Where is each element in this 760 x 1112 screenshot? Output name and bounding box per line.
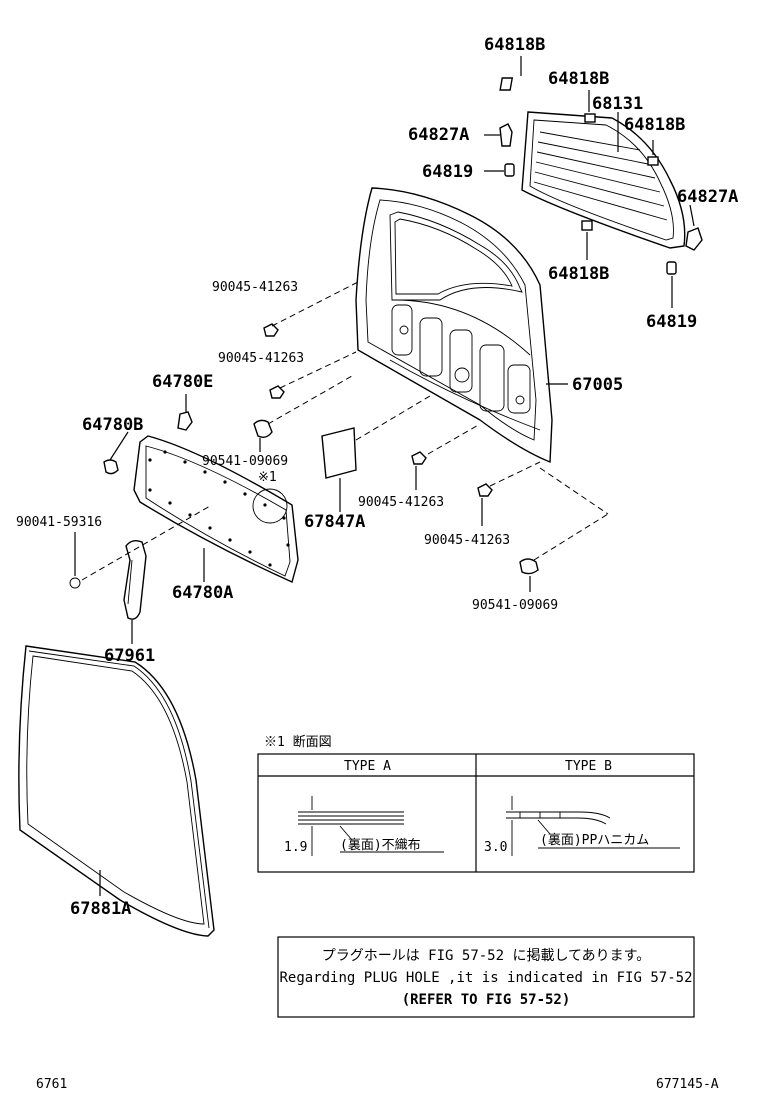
- dimension-a: 1.9: [284, 840, 307, 855]
- notice-line-2: Regarding PLUG HOLE ,it is indicated in …: [279, 970, 692, 986]
- label-64780E: 64780E: [152, 372, 213, 392]
- label-64780A: 64780A: [172, 583, 233, 603]
- label-67961: 67961: [104, 646, 155, 666]
- label-64818B-top: 64818B: [484, 35, 545, 55]
- label-68131: 68131: [592, 94, 643, 114]
- section-label-a: (裏面)不織布: [340, 838, 421, 853]
- trim-board: [133, 435, 299, 583]
- label-mark-1: ※1: [258, 470, 277, 485]
- label-64818B-low: 64818B: [548, 264, 609, 284]
- weatherstrip: [18, 645, 215, 937]
- section-table: ※1 断面図 TYPE A TYPE B 1.9 (裏面)不織布: [257, 735, 695, 873]
- label-67847A: 67847A: [304, 512, 365, 532]
- type-a-profile: [298, 796, 444, 856]
- section-type-a: TYPE A: [344, 759, 391, 774]
- dimension-b: 3.0: [484, 840, 507, 855]
- footer-left-code: 6761: [36, 1077, 67, 1092]
- section-label-b: (裏面)PPハニカム: [540, 833, 649, 848]
- label-90045-41263-1: 90045-41263: [212, 280, 298, 295]
- label-90541-09069-1: 90541-09069: [202, 454, 288, 469]
- leader-lines: [74, 56, 695, 896]
- label-90045-41263-3: 90045-41263: [358, 495, 444, 510]
- part-labels: 64818B 64818B 68131 64818B 64827A 64819 …: [16, 35, 738, 919]
- glass-clips: [499, 77, 703, 275]
- label-67881A: 67881A: [70, 899, 131, 919]
- pull-handle: [123, 539, 147, 620]
- label-64827A-right: 64827A: [677, 187, 738, 207]
- back-door-panel: [355, 187, 553, 464]
- label-64780B: 64780B: [82, 415, 143, 435]
- type-b-profile: [506, 796, 680, 856]
- section-type-b: TYPE B: [565, 759, 612, 774]
- section-title: ※1 断面図: [264, 735, 332, 750]
- notice-line-3: (REFER TO FIG 57-52): [402, 992, 571, 1008]
- label-90045-41263-2: 90045-41263: [218, 351, 304, 366]
- footer-right-code: 677145-A: [656, 1077, 719, 1092]
- label-64819-right: 64819: [646, 312, 697, 332]
- assembly-lines: [81, 281, 609, 581]
- fasteners: [69, 323, 539, 589]
- label-64818B-mid: 64818B: [548, 69, 609, 89]
- notice-line-1: プラグホールは FIG 57-52 に掲載してあります。: [322, 948, 650, 964]
- label-90541-09069-2: 90541-09069: [472, 598, 558, 613]
- label-90045-41263-4: 90045-41263: [424, 533, 510, 548]
- label-64818B-right: 64818B: [624, 115, 685, 135]
- label-67005: 67005: [572, 375, 623, 395]
- label-90041-59316: 90041-59316: [16, 515, 102, 530]
- label-64827A-left: 64827A: [408, 125, 469, 145]
- rear-window-glass: [521, 111, 686, 249]
- notice-box: プラグホールは FIG 57-52 に掲載してあります。 Regarding P…: [277, 936, 695, 1018]
- label-64819-left: 64819: [422, 162, 473, 182]
